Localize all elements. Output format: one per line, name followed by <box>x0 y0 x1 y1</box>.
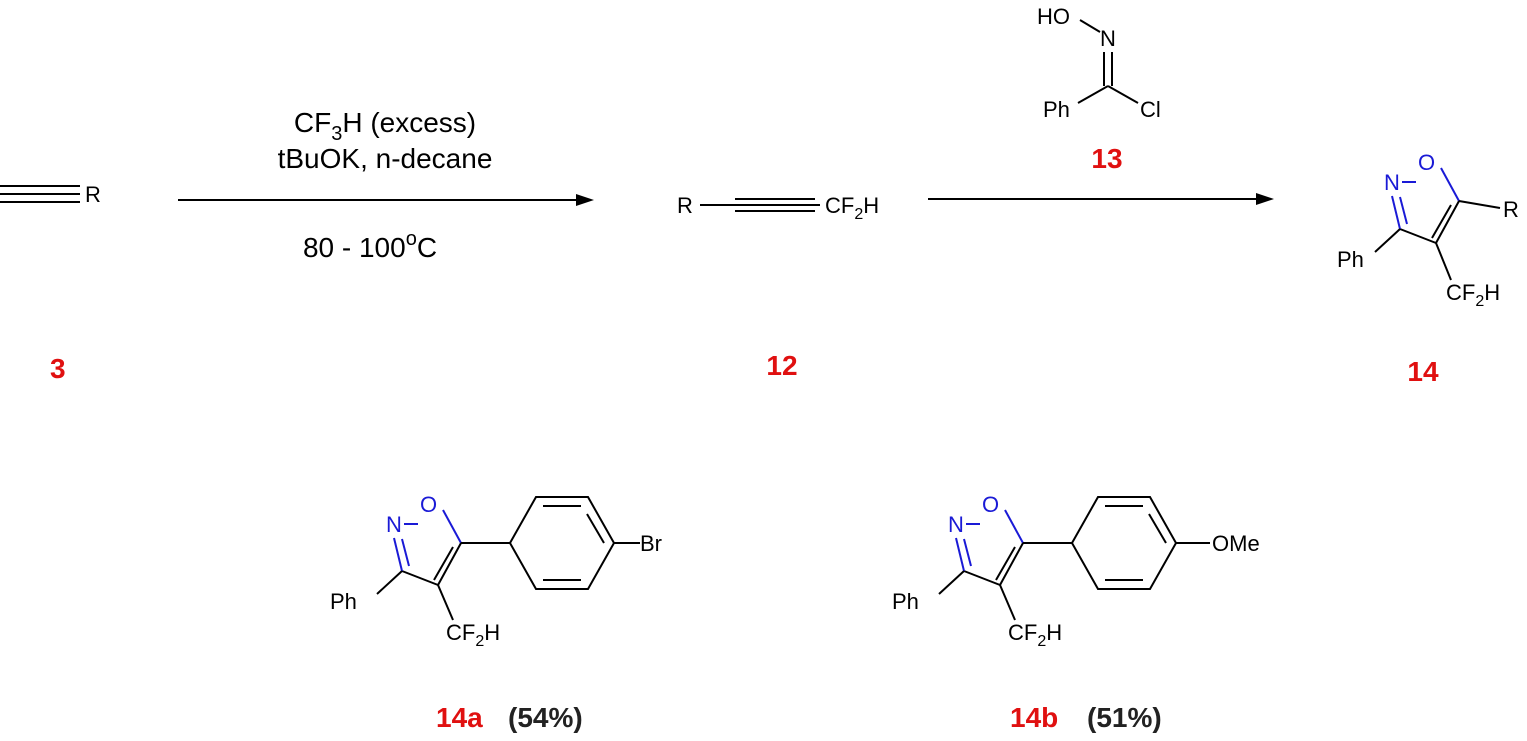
compound-14b-structure: N O Ph CF2H OMe <box>892 492 1260 650</box>
compound-14a-ph: Ph <box>330 589 357 614</box>
compound-12-r-group: R <box>677 193 693 218</box>
compound-14a-structure: N O Ph CF2H Br <box>330 492 662 650</box>
compound-13-ph: Ph <box>1043 97 1070 122</box>
compound-3-structure: R <box>0 182 101 207</box>
compound-13-n: N <box>1100 26 1116 51</box>
compound-14-ph: Ph <box>1337 247 1364 272</box>
compound-13-label: 13 <box>1091 143 1122 174</box>
compound-14-label: 14 <box>1407 356 1439 387</box>
compound-13-ho: HO <box>1037 4 1070 29</box>
compound-14b-n: N <box>948 512 964 537</box>
step1-arrow <box>178 194 594 206</box>
step1-reagent-base-solvent: tBuOK, n-decane <box>278 143 493 174</box>
compound-14a-cf2h: CF2H <box>446 620 500 650</box>
compound-14a-label: 14a <box>436 702 483 733</box>
step1-reagent-cf3h: CF3H (excess) <box>294 107 476 145</box>
compound-14b-label: 14b <box>1010 702 1058 733</box>
compound-3-label: 3 <box>50 353 66 384</box>
compound-14a-caption: 14a (54%) <box>436 702 583 733</box>
compound-14b-o: O <box>982 492 999 517</box>
compound-12-label: 12 <box>766 350 797 381</box>
compound-14-r-group: R <box>1503 197 1519 222</box>
compound-12-cf2h: CF2H <box>825 193 879 223</box>
compound-14b-cf2h: CF2H <box>1008 620 1062 650</box>
compound-14b-ph: Ph <box>892 589 919 614</box>
compound-13-cl: Cl <box>1140 97 1161 122</box>
compound-14a-n: N <box>386 512 402 537</box>
compound-14a-br: Br <box>640 531 662 556</box>
compound-14-structure: N O R Ph CF2H <box>1337 150 1519 310</box>
compound-14b-ome: OMe <box>1212 531 1260 556</box>
compound-14a-yield: (54%) <box>508 702 583 733</box>
compound-14b-yield: (51%) <box>1087 702 1162 733</box>
step1-temperature: 80 - 100oC <box>303 228 437 263</box>
compound-12-structure: R CF2H <box>677 193 879 223</box>
step1-conditions: CF3H (excess) tBuOK, n-decane 80 - 100oC <box>278 107 493 263</box>
step2-arrow <box>928 193 1274 205</box>
compound-3-r-group: R <box>85 182 101 207</box>
compound-14a-o: O <box>420 492 437 517</box>
compound-13-structure: HO N Ph Cl <box>1037 4 1161 122</box>
compound-14-n: N <box>1384 170 1400 195</box>
compound-14-o: O <box>1418 150 1435 175</box>
compound-14b-caption: 14b (51%) <box>1010 702 1162 733</box>
compound-14-cf2h: CF2H <box>1446 280 1500 310</box>
